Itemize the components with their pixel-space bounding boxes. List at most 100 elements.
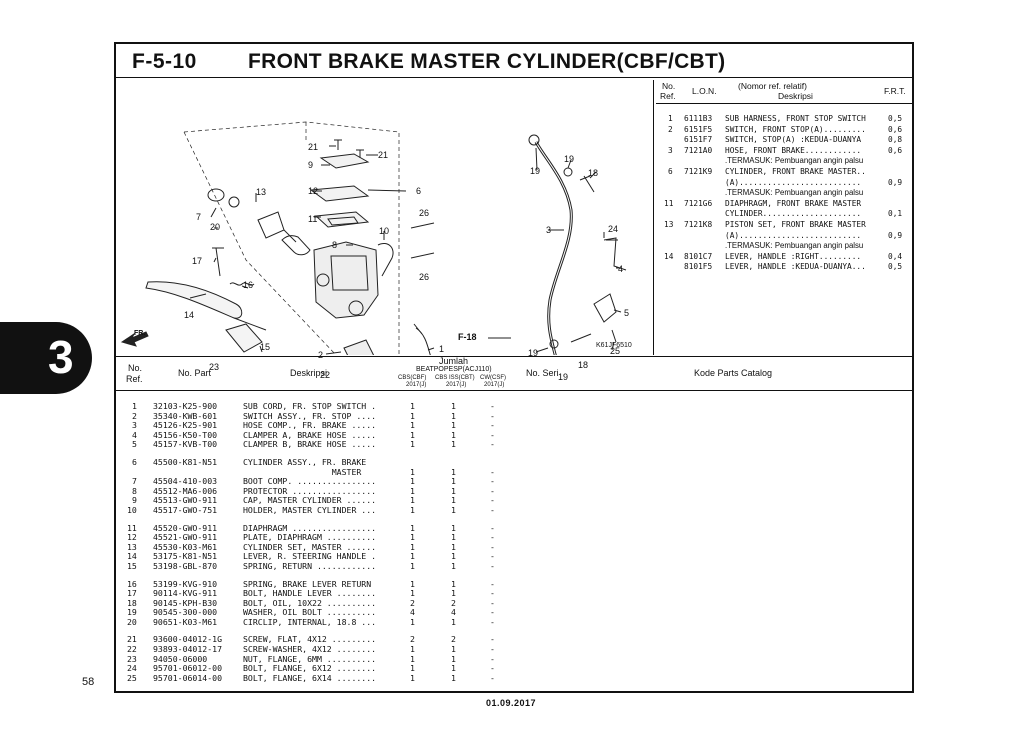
parts-qty-cbf: 2 — [410, 634, 415, 645]
parts-description: CLAMPER A, BRAKE HOSE ..... — [243, 429, 377, 440]
frt-row: (A)..........................0,9 — [656, 178, 912, 189]
callout-21b: 21 — [378, 150, 389, 160]
parts-description: CYLINDER SET, MASTER ...... — [243, 541, 377, 552]
parts-ref-no: 8 — [132, 485, 137, 496]
callout-7: 7 — [196, 212, 202, 222]
frt-description: DIAPHRAGM, FRONT BRAKE MASTER — [725, 198, 862, 208]
frt-lon: 6151F5 — [684, 124, 713, 134]
parts-qty-cbf: 1 — [410, 420, 415, 431]
parts-qty-csf: - — [490, 485, 495, 496]
parts-ref-no: 7 — [132, 476, 137, 487]
parts-qty-cbf: 1 — [410, 466, 415, 477]
callout-26a: 26 — [419, 208, 430, 218]
section-tab-number: 3 — [48, 331, 74, 383]
parts-qty-csf: - — [490, 541, 495, 552]
parts-qty-cbt: 1 — [451, 653, 456, 664]
frt-value: 0,1 — [888, 209, 903, 219]
callout-10: 10 — [379, 226, 390, 236]
parts-number: 93600-04012-1G — [153, 634, 223, 645]
callout-18a: 18 — [588, 168, 599, 178]
frt-col-deskripsi: Deskripsi — [778, 91, 813, 101]
parts-description: CIRCLIP, INTERNAL, 18.8 ... — [243, 616, 377, 627]
frt-ref-no: 3 — [668, 145, 673, 155]
parts-sub1-year: 2017(J) — [406, 382, 427, 388]
callout-23: 23 — [209, 362, 220, 372]
parts-ref-no: 25 — [127, 672, 137, 683]
frt-table: No. Ref. L.O.N. (Nomor ref. relatif) Des… — [656, 80, 912, 355]
callout-13: 13 — [256, 187, 267, 197]
parts-qty-csf: - — [490, 560, 495, 571]
callout-19c: 19 — [528, 348, 539, 358]
frt-description: CYLINDER..................... — [725, 209, 862, 219]
parts-number: 53175-K81-N51 — [153, 551, 218, 562]
callout-2: 2 — [318, 350, 324, 360]
frt-ref-no: 2 — [668, 124, 673, 134]
parts-ref-no: 23 — [127, 653, 137, 664]
frt-description: LEVER, HANDLE :KEDUA-DUANYA... — [725, 262, 866, 272]
callout-6: 6 — [416, 186, 422, 196]
parts-qty-csf: - — [490, 466, 495, 477]
parts-qty-csf: - — [490, 532, 495, 543]
parts-qty-cbf: 1 — [410, 522, 415, 533]
frt-row: CYLINDER..................... 0,1 — [656, 209, 912, 220]
parts-number: 53199-KVG-910 — [153, 578, 218, 589]
parts-col-jumlah: Jumlah — [439, 356, 469, 366]
frt-row: .TERMASUK: Pembuangan angin palsu — [656, 156, 912, 167]
frt-ref-no: 6 — [668, 166, 673, 176]
callout-14: 14 — [184, 310, 195, 320]
parts-qty-cbt: 1 — [451, 541, 456, 552]
parts-qty-cbf: 1 — [410, 541, 415, 552]
parts-description: BOLT, HANDLE LEVER ........ — [243, 588, 377, 599]
parts-ref-no: 12 — [127, 532, 137, 543]
group-spacer — [116, 515, 912, 523]
parts-qty-csf: - — [490, 551, 495, 562]
frt-lon: 7121A0 — [684, 145, 713, 155]
frt-value: 0,5 — [888, 114, 903, 123]
frt-lon: 8101C7 — [684, 251, 713, 261]
parts-number: 45520-GWO-911 — [153, 522, 218, 533]
parts-qty-cbt: 1 — [451, 495, 456, 506]
frt-description: PISTON SET, FRONT BRAKE MASTER — [725, 219, 866, 229]
parts-qty-cbf: 4 — [410, 607, 415, 618]
frt-value: 0,9 — [888, 177, 903, 187]
parts-qty-csf: - — [490, 420, 495, 431]
parts-qty-cbf: 1 — [410, 401, 415, 411]
parts-description: LEVER, R. STEERING HANDLE . — [243, 551, 377, 562]
callout-9: 9 — [308, 160, 314, 170]
parts-qty-cbt: 4 — [451, 607, 456, 618]
parts-sub2: CBS ISS(CBT) — [435, 375, 475, 381]
parts-qty-cbt: 1 — [451, 522, 456, 533]
parts-number: 90545-300-000 — [153, 607, 218, 618]
parts-ref-no: 11 — [127, 522, 137, 533]
parts-description: MASTER — [243, 466, 362, 477]
parts-ref-no: 18 — [127, 597, 137, 608]
parts-ref-no: 9 — [132, 495, 137, 506]
parts-qty-cbt: 1 — [451, 560, 456, 571]
parts-description: BOLT, FLANGE, 6X12 ........ — [243, 663, 377, 674]
parts-description: WASHER, OIL BOLT .......... — [243, 607, 377, 618]
parts-qty-csf: - — [490, 401, 495, 411]
parts-number: 45513-GWO-911 — [153, 495, 218, 506]
parts-number: 95701-06012-00 — [153, 663, 223, 674]
parts-qty-cbf: 1 — [410, 410, 415, 421]
callout-25: 25 — [610, 346, 621, 356]
parts-ref-no: 20 — [127, 616, 137, 627]
callout-26b: 26 — [419, 272, 430, 282]
parts-model: BEATPOPESP(ACJ110) — [416, 366, 492, 373]
parts-qty-cbt: 1 — [451, 588, 456, 599]
group-spacer — [116, 571, 912, 579]
parts-qty-csf: - — [490, 634, 495, 645]
frt-lon: 7121K9 — [684, 166, 713, 176]
parts-qty-cbt: 1 — [451, 420, 456, 431]
parts-qty-cbt: 1 — [451, 644, 456, 655]
frt-table-header: No. Ref. L.O.N. (Nomor ref. relatif) Des… — [656, 80, 912, 104]
parts-sub1: CBS(CBF) — [398, 375, 427, 381]
